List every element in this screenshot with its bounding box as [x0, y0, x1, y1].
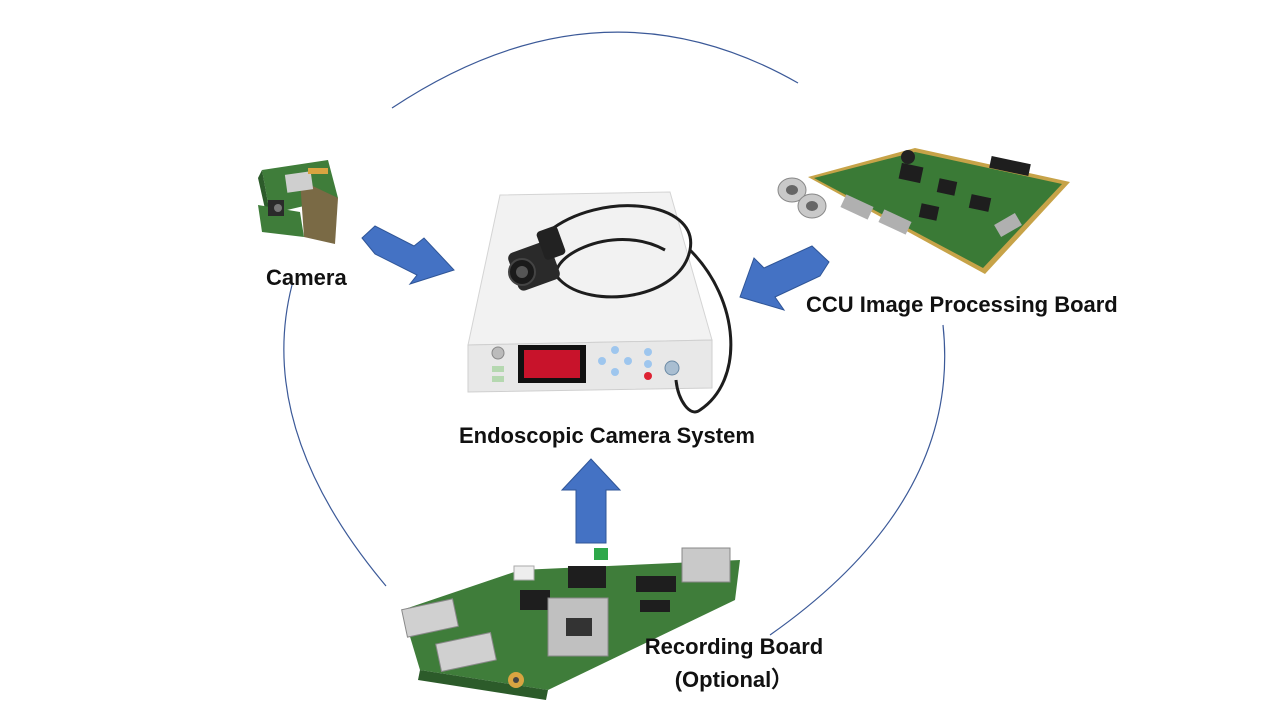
recording-board-label-line1: Recording Board [644, 634, 824, 659]
arrow-ccu-to-system [739, 245, 830, 311]
arrow-camera-to-system [361, 225, 455, 285]
ccu-board-icon [777, 148, 1070, 274]
arc-right [769, 324, 946, 636]
arc-top [391, 31, 799, 109]
recording-board-icon [401, 547, 740, 700]
system-label: Endoscopic Camera System [459, 423, 755, 448]
ccu-board-label: CCU Image Processing Board [806, 292, 1118, 317]
recording-board-label-line2: (Optional） [674, 667, 794, 692]
endoscope-console-icon [467, 191, 733, 414]
camera-label: Camera [266, 265, 347, 290]
recording-board-label: Recording Board (Optional） [636, 634, 832, 694]
arrow-recording-to-system [560, 458, 622, 544]
cycle-arcs [283, 31, 946, 636]
arc-left [283, 284, 387, 587]
camera-module-icon [258, 160, 338, 244]
